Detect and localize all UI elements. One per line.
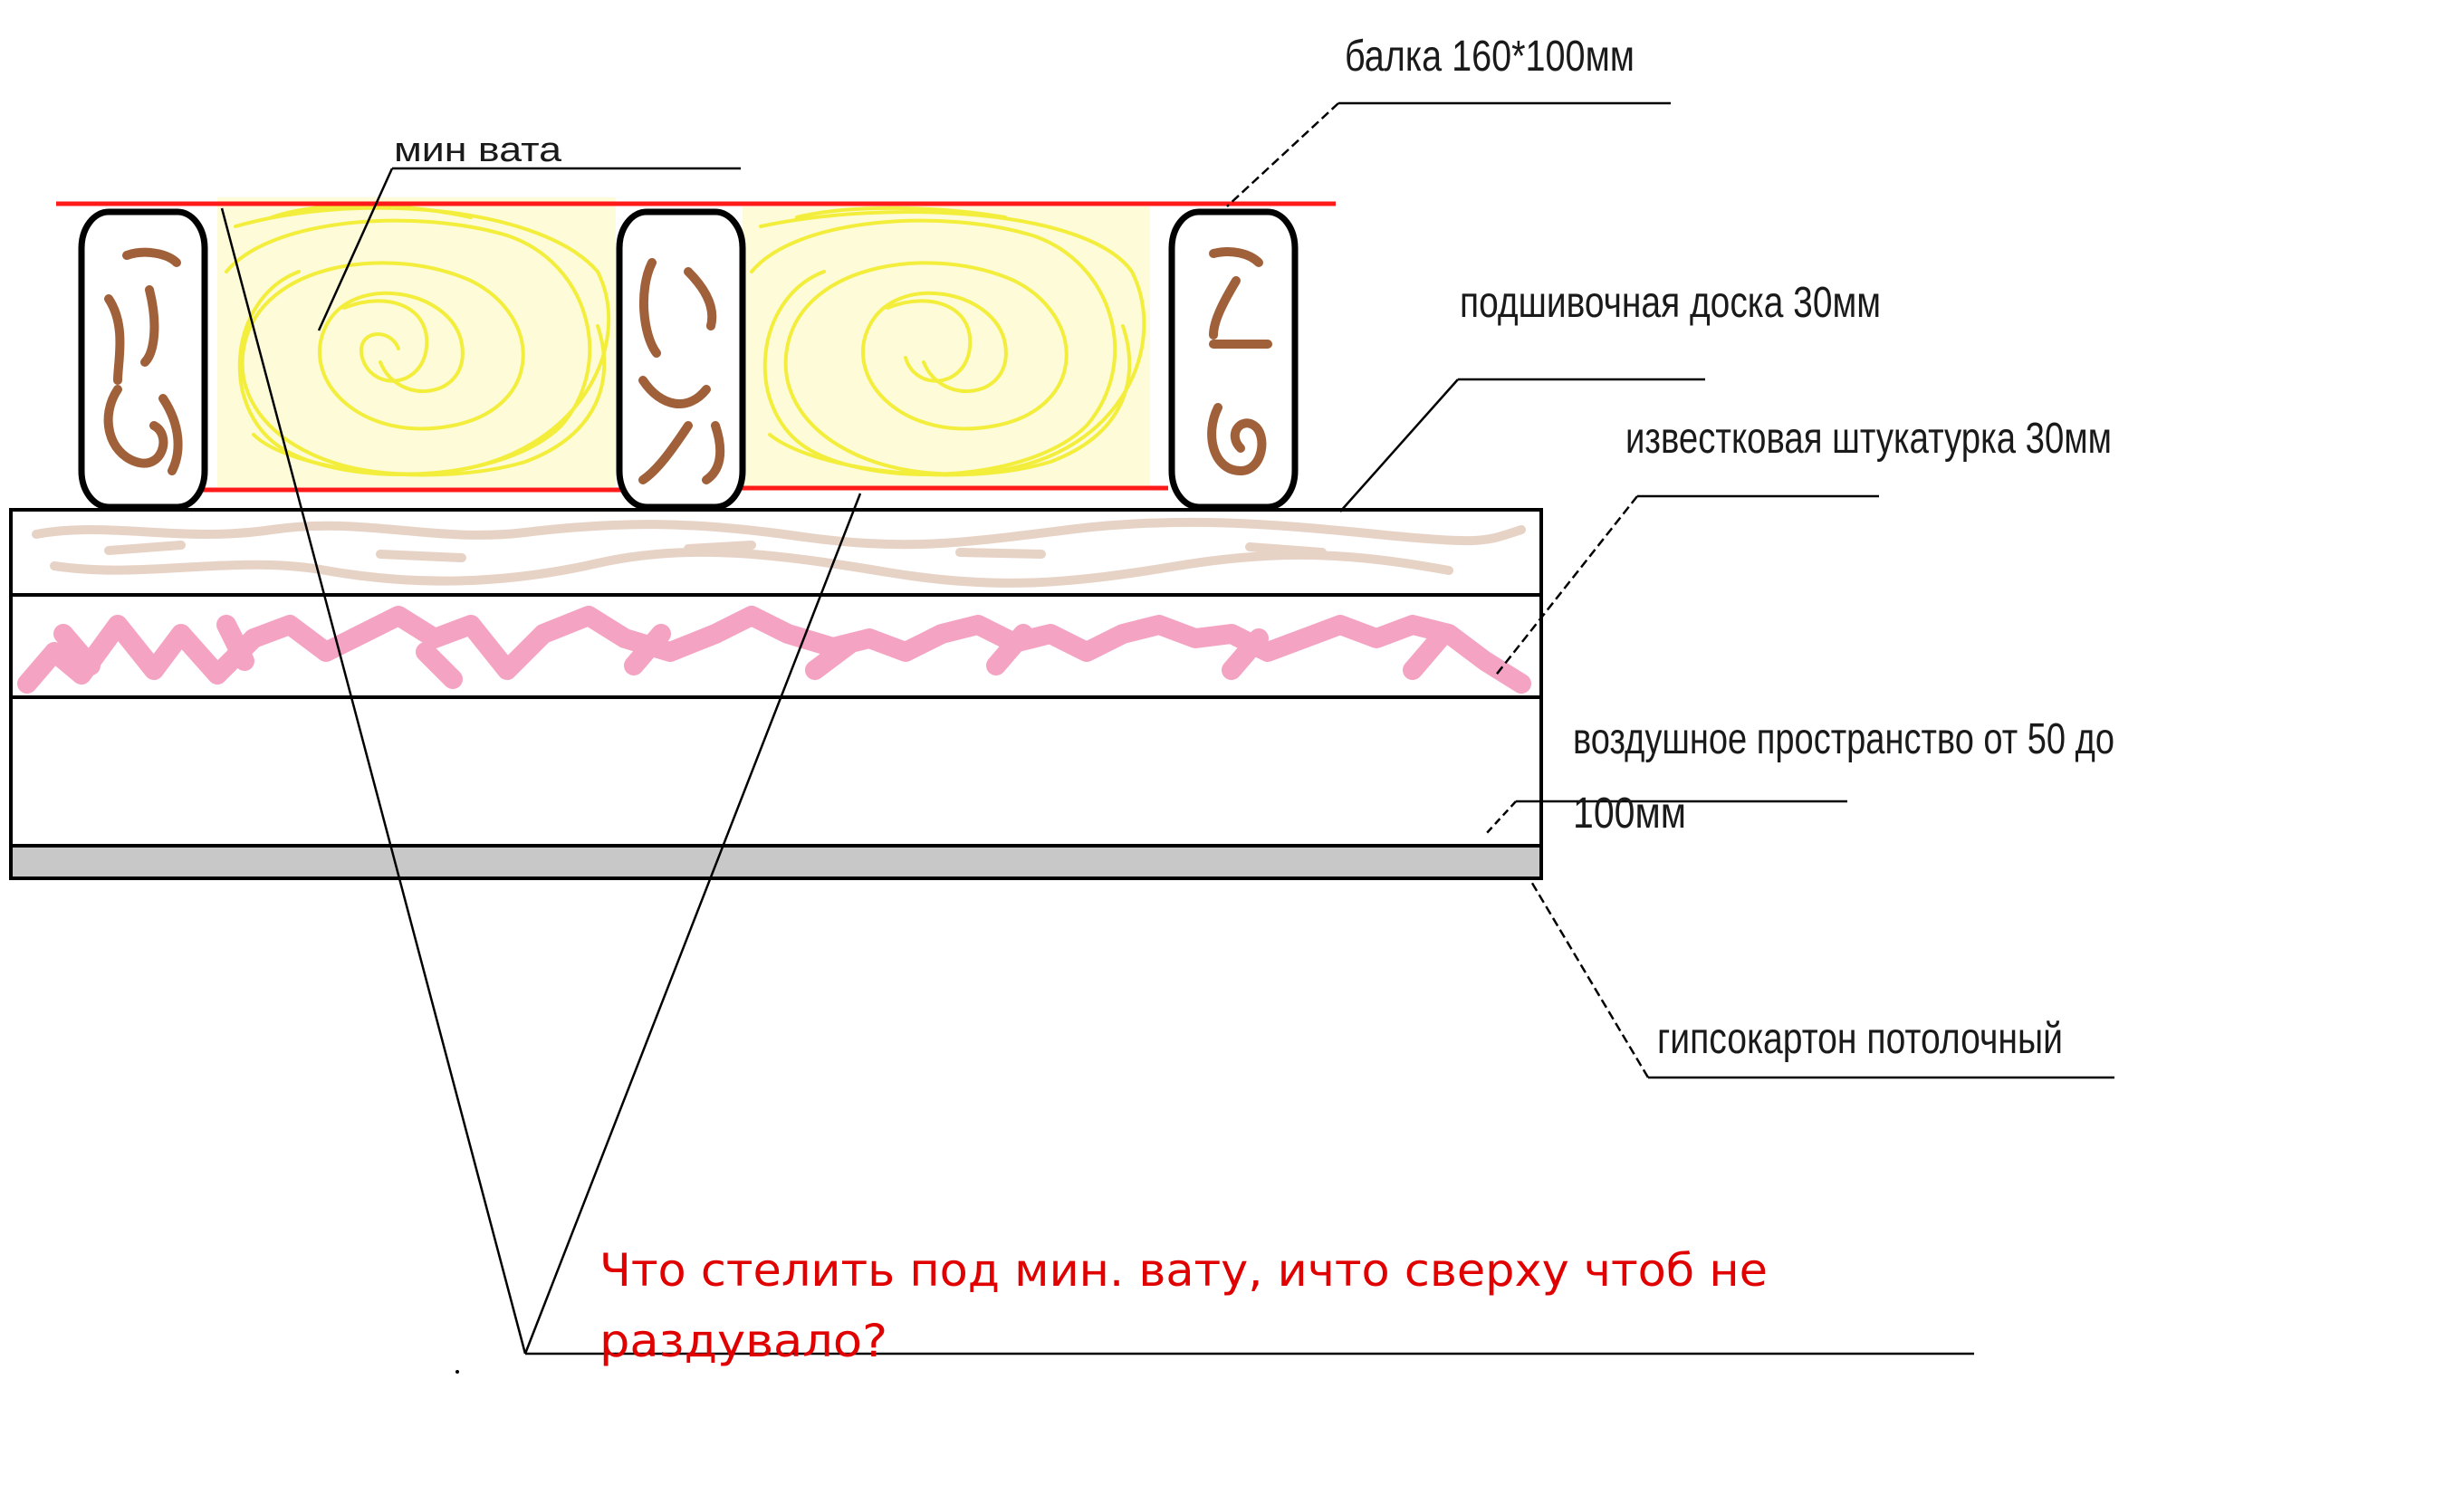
mineral-wool-icon: [217, 197, 1150, 487]
question-line2: раздувало?: [599, 1315, 887, 1367]
air-gap-layer: [9, 695, 1543, 848]
wooden-beam-icon: [1168, 208, 1299, 511]
board-pattern: [32, 517, 1526, 588]
drywall-layer: [9, 844, 1543, 880]
membrane-lines: [56, 201, 1336, 493]
label-mineral-wool: мин вата: [394, 131, 562, 169]
question-line1: Что стелить под мин. вату, ичто сверху ч…: [599, 1244, 1768, 1297]
label-air-gap-line2: 100мм: [1573, 790, 1686, 838]
label-ceiling-board: подшивочная доска 30мм: [1460, 279, 1881, 327]
plaster-pattern: [17, 606, 1531, 694]
leader-lines: [220, 101, 2114, 1356]
label-air-gap-line1: воздушное пространство от 50 до: [1573, 715, 2114, 763]
stray-dot: [455, 1370, 459, 1374]
label-drywall: гипсокартон потолочный: [1657, 1015, 2063, 1063]
beams: [78, 208, 1299, 511]
label-beam: балка 160*100мм: [1345, 33, 1635, 81]
label-lime-plaster: известковая штукатурка 30мм: [1625, 415, 2112, 463]
wooden-beam-icon: [616, 208, 746, 511]
wooden-beam-icon: [78, 208, 208, 511]
